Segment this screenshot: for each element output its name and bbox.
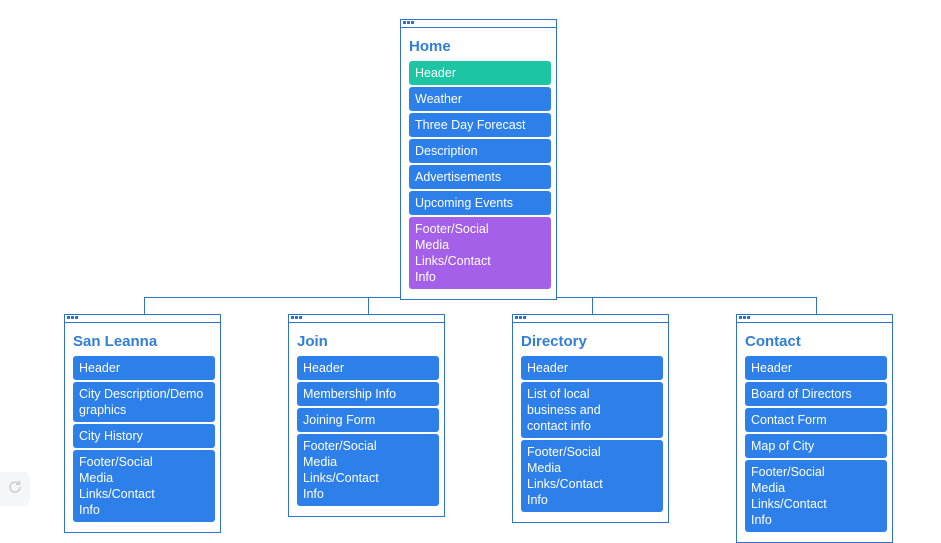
connector-directory (592, 297, 593, 315)
section-weather[interactable]: Weather (409, 87, 551, 111)
page-card-directory[interactable]: Directory Header List of local business … (512, 314, 669, 523)
card-handle-bar[interactable] (513, 315, 668, 323)
connector-contact (816, 297, 817, 315)
section-upcoming-events[interactable]: Upcoming Events (409, 191, 551, 215)
dots-icon (403, 21, 414, 25)
section-header[interactable]: Header (521, 356, 663, 380)
card-title: San Leanna (73, 333, 158, 350)
card-title: Contact (745, 333, 801, 350)
section-footer[interactable]: Footer/Social Media Links/Contact Info (297, 434, 439, 506)
section-advertisements[interactable]: Advertisements (409, 165, 551, 189)
section-footer[interactable]: Footer/Social Media Links/Contact Info (73, 450, 215, 522)
section-footer[interactable]: Footer/Social Media Links/Contact Info (409, 217, 551, 289)
page-card-home[interactable]: Home Header Weather Three Day Forecast D… (400, 19, 557, 300)
connector-san-leanna (144, 297, 145, 315)
section-header[interactable]: Header (745, 356, 887, 380)
section-membership-info[interactable]: Membership Info (297, 382, 439, 406)
section-header[interactable]: Header (409, 61, 551, 85)
section-map-of-city[interactable]: Map of City (745, 434, 887, 458)
card-title: Directory (521, 333, 587, 350)
refresh-icon (7, 479, 23, 500)
section-city-history[interactable]: City History (73, 424, 215, 448)
card-title: Join (297, 333, 328, 350)
card-handle-bar[interactable] (65, 315, 220, 323)
dots-icon (67, 316, 78, 320)
page-card-contact[interactable]: Contact Header Board of Directors Contac… (736, 314, 893, 543)
section-footer[interactable]: Footer/Social Media Links/Contact Info (745, 460, 887, 532)
section-board-of-directors[interactable]: Board of Directors (745, 382, 887, 406)
section-city-description[interactable]: City Description/Demographics (73, 382, 215, 422)
connector-join (368, 297, 369, 315)
dots-icon (291, 316, 302, 320)
section-description[interactable]: Description (409, 139, 551, 163)
section-header[interactable]: Header (73, 356, 215, 380)
dots-icon (739, 316, 750, 320)
section-three-day-forecast[interactable]: Three Day Forecast (409, 113, 551, 137)
section-business-list[interactable]: List of local business and contact info (521, 382, 663, 438)
card-handle-bar[interactable] (401, 20, 556, 28)
card-handle-bar[interactable] (737, 315, 892, 323)
page-card-san-leanna[interactable]: San Leanna Header City Description/Demog… (64, 314, 221, 533)
dots-icon (515, 316, 526, 320)
page-card-join[interactable]: Join Header Membership Info Joining Form… (288, 314, 445, 517)
refresh-button[interactable] (0, 472, 30, 506)
card-handle-bar[interactable] (289, 315, 444, 323)
card-title: Home (409, 38, 451, 55)
section-contact-form[interactable]: Contact Form (745, 408, 887, 432)
section-header[interactable]: Header (297, 356, 439, 380)
section-joining-form[interactable]: Joining Form (297, 408, 439, 432)
section-footer[interactable]: Footer/Social Media Links/Contact Info (521, 440, 663, 512)
